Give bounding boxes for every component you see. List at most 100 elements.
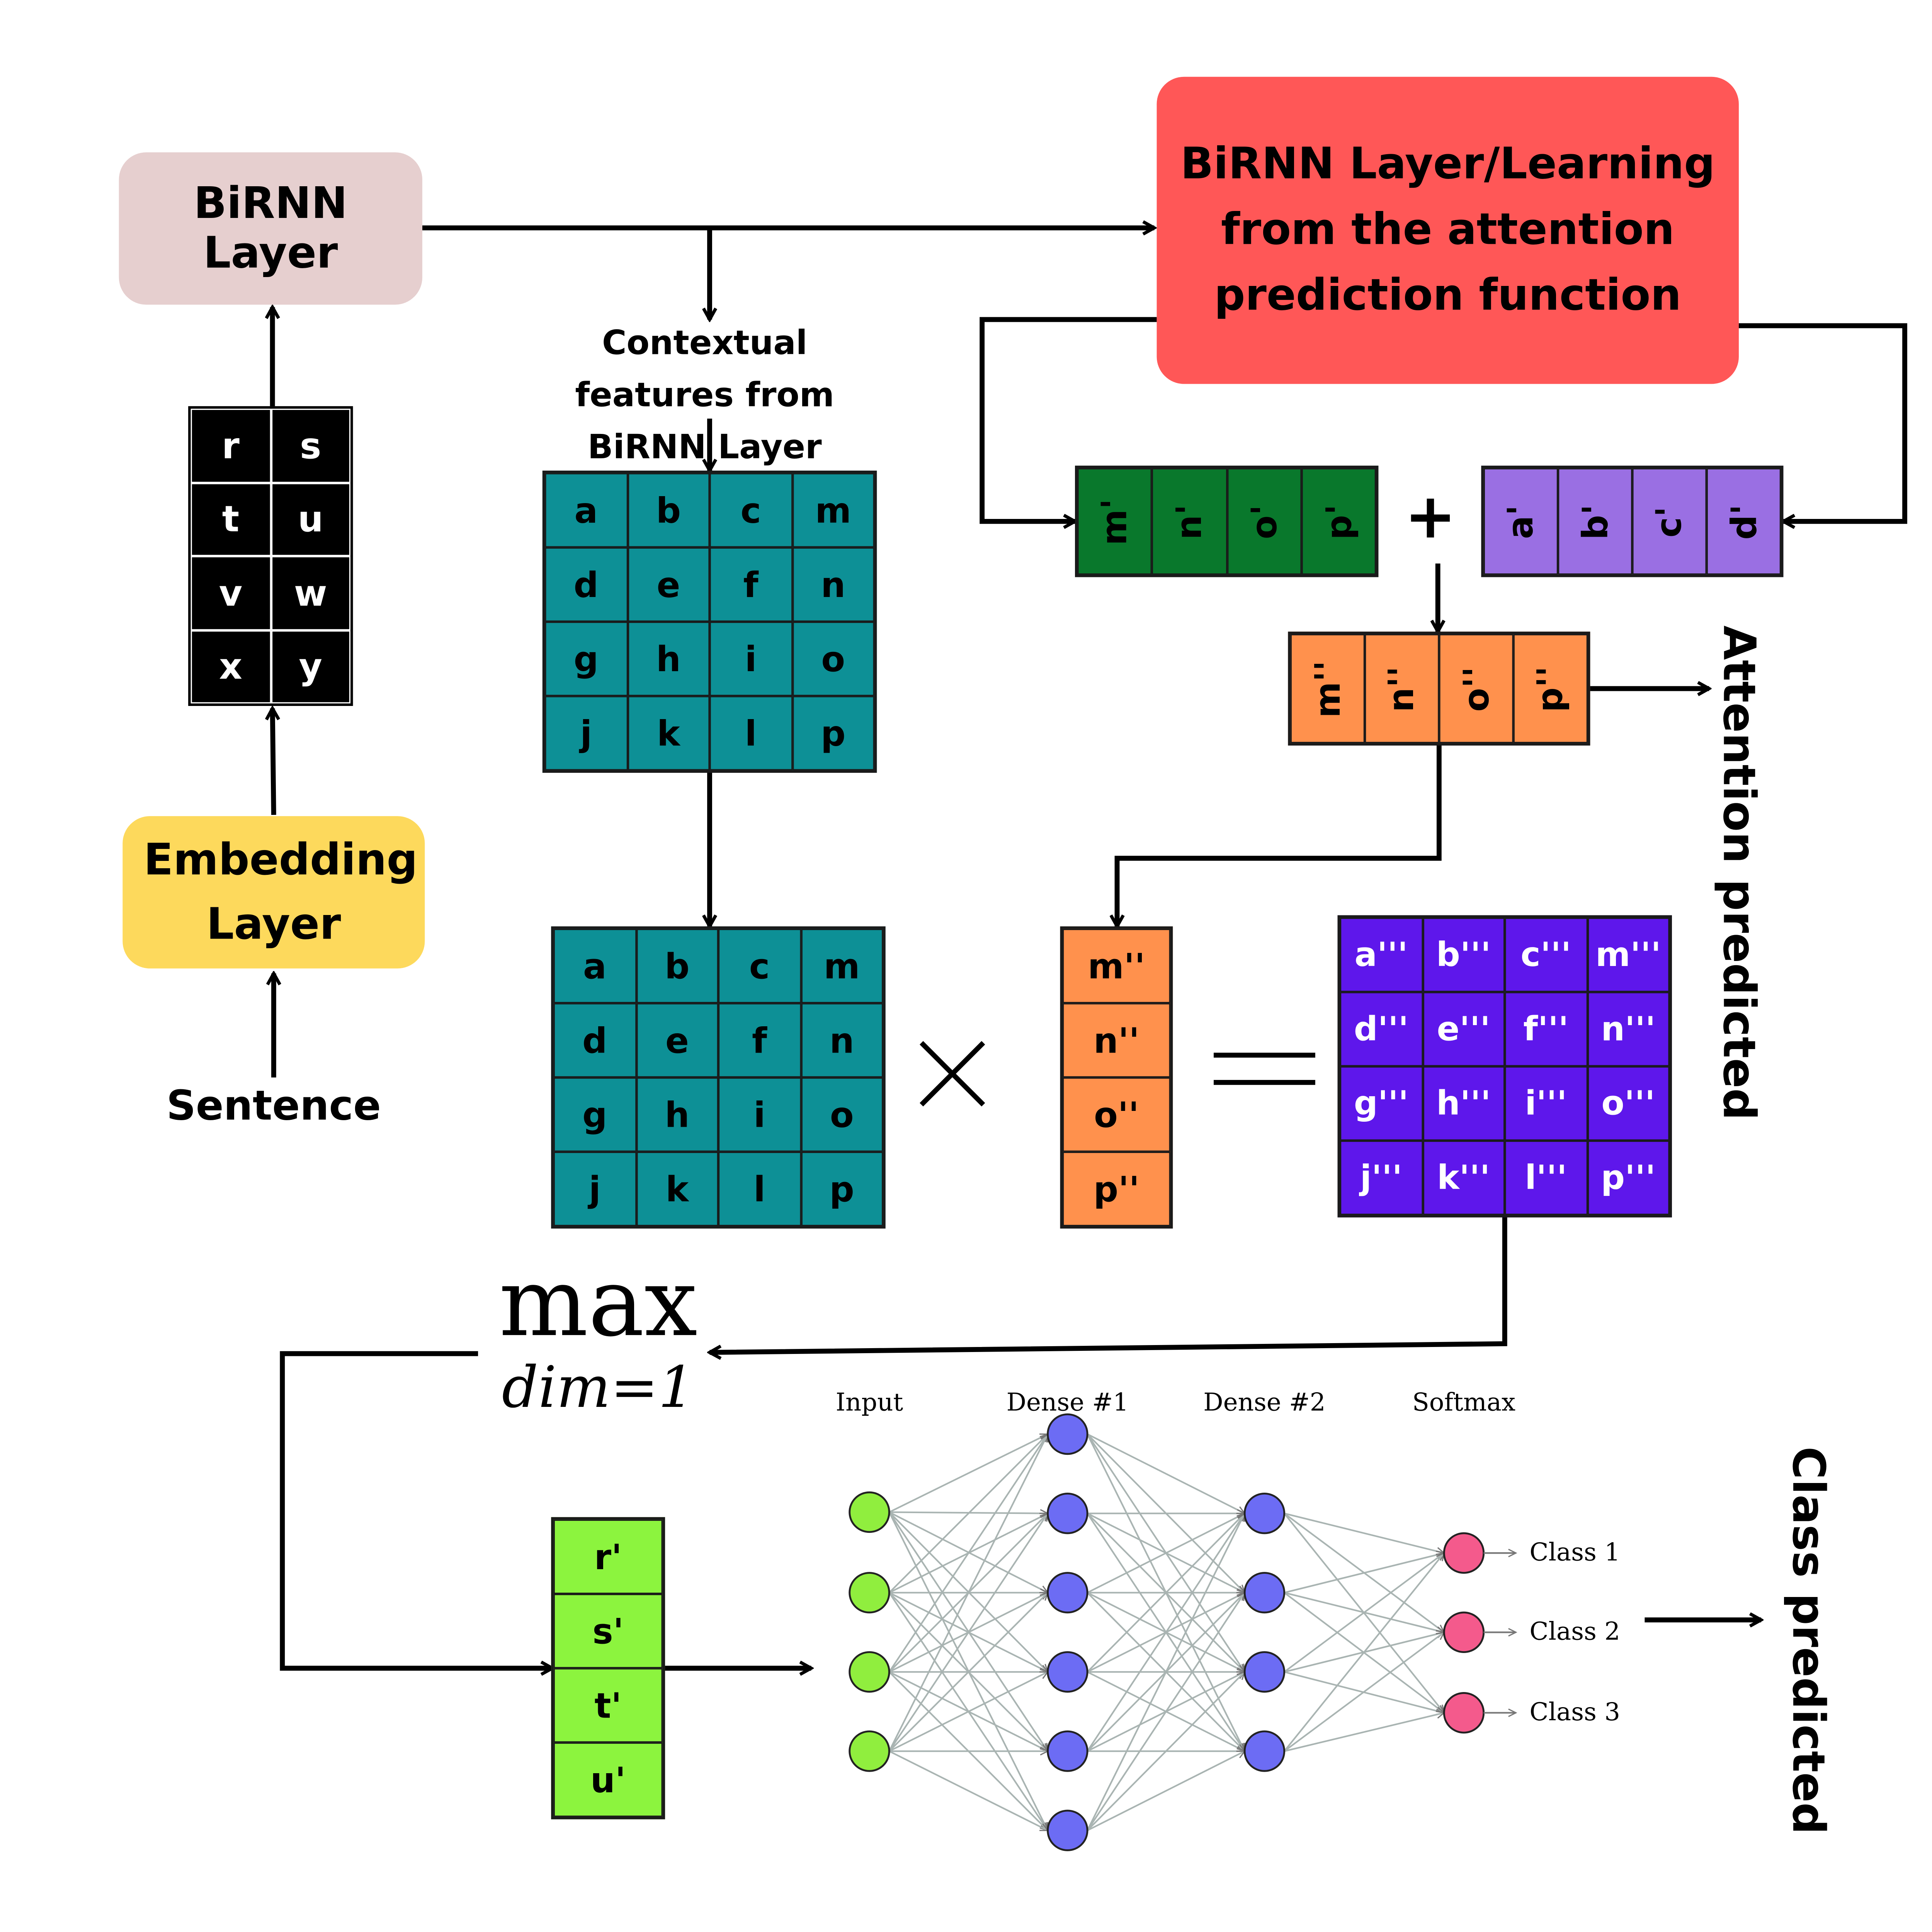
arrow-learning-to-vector-m: [980, 317, 1157, 521]
column-cell: n'': [1063, 1003, 1170, 1078]
nn-connection: [888, 1593, 1048, 1752]
feature-cell-text: h: [656, 638, 681, 680]
product-cell-text: a''': [1354, 935, 1408, 974]
product-cell: o''': [1587, 1066, 1670, 1141]
product-cell-text: n''': [1601, 1010, 1656, 1049]
class-predicted-label: Class predicted: [1782, 1446, 1833, 1835]
matrix-cell: b: [636, 929, 718, 1003]
matrix-cell-text: c: [749, 946, 770, 986]
nn-neuron-input: [849, 1730, 890, 1772]
feature-cell: m: [792, 473, 874, 548]
column-cell-text: o'': [1094, 1094, 1139, 1135]
nn-connection: [1284, 1512, 1444, 1553]
product-cell-text: d''': [1354, 1010, 1409, 1049]
embedding-layer-box: Embedding Layer: [122, 816, 425, 969]
word-cell-text: w: [294, 571, 327, 614]
word-cell-text: r: [222, 424, 240, 467]
sum-cell-text: n'': [1381, 665, 1423, 712]
product-cell-text: l''': [1525, 1158, 1567, 1197]
pooled-cell-text: u': [590, 1759, 626, 1800]
matrix-cell: g: [553, 1077, 636, 1152]
pooled-cell: t': [553, 1668, 663, 1743]
nn-connection: [1284, 1632, 1444, 1752]
word-cell: u: [270, 482, 351, 556]
sum-cell: p'': [1513, 634, 1588, 743]
nn-layer-label: Dense #1: [1006, 1387, 1129, 1417]
sentence-label: Sentence: [166, 1081, 381, 1130]
attention-sum-vector: m''n''o''p'': [1288, 631, 1590, 746]
arrow-sum-to-column: [1117, 745, 1442, 926]
a-prime-cell: a': [1483, 468, 1558, 575]
column-cell: o'': [1063, 1077, 1170, 1152]
nn-connection: [1087, 1514, 1246, 1831]
birnn-layer-label: BiRNN Layer: [194, 179, 348, 278]
word-cell-text: v: [219, 571, 243, 614]
nn-connection: [1087, 1593, 1245, 1831]
nn-layer-label: Softmax: [1412, 1387, 1516, 1417]
nn-neuron-dense1: [1047, 1730, 1088, 1772]
product-cell-text: f''': [1523, 1010, 1569, 1049]
feature-cell-text: e: [656, 564, 680, 605]
nn-connection: [889, 1433, 1048, 1513]
matrix-cell-text: n: [829, 1020, 854, 1061]
nn-neuron-input: [849, 1491, 890, 1533]
matrix-cell-text: j: [588, 1168, 601, 1209]
product-cell-text: g''': [1354, 1084, 1409, 1123]
word-cell-text: s: [299, 424, 321, 467]
max-operator: max: [499, 1247, 697, 1357]
attention-column-vector: m''n''o''p'': [1060, 926, 1173, 1229]
nn-class-label: Class 2: [1529, 1616, 1621, 1646]
feature-cell-text: m: [815, 490, 852, 531]
column-cell-text: p'': [1093, 1168, 1140, 1209]
feature-cell-text: c: [740, 490, 761, 531]
product-cell: b''': [1422, 918, 1505, 992]
feature-cell-text: b: [656, 490, 681, 531]
times-symbol: [920, 1041, 985, 1107]
embedding-layer-label: Embedding Layer: [143, 835, 418, 949]
product-cell: j''': [1340, 1140, 1423, 1215]
product-cell: a''': [1340, 918, 1423, 992]
product-cell-text: i''': [1525, 1084, 1567, 1123]
matrix-cell-text: k: [665, 1168, 689, 1209]
nn-connection: [1087, 1512, 1245, 1594]
nn-connection: [1284, 1713, 1444, 1752]
feature-cell: n: [792, 547, 874, 622]
m-prime-cell-text: o': [1243, 504, 1285, 539]
product-cell: f''': [1505, 992, 1587, 1066]
feature-cell: h: [627, 621, 710, 696]
matrix-cell: f: [718, 1003, 801, 1078]
nn-neuron-dense1: [1047, 1651, 1088, 1693]
nn-neuron-dense2: [1243, 1651, 1286, 1693]
feature-cell: d: [545, 547, 628, 622]
matrix-cell: l: [718, 1151, 801, 1226]
product-cell: c''': [1505, 918, 1587, 992]
product-cell-text: p''': [1601, 1158, 1656, 1197]
matrix-cell: n: [801, 1003, 883, 1078]
word-cell: y: [270, 629, 351, 704]
max-subscript: dim=1: [502, 1354, 695, 1421]
a-prime-cell-text: d': [1723, 503, 1764, 539]
product-cell-text: j''': [1360, 1158, 1403, 1197]
product-cell: g''': [1340, 1066, 1423, 1141]
matrix-cell-text: l: [753, 1168, 765, 1209]
nn-connection: [889, 1671, 1048, 1752]
matrix-cell-text: i: [753, 1094, 765, 1135]
feature-cell-text: d: [573, 564, 599, 605]
matrix-cell: c: [718, 929, 801, 1003]
word-cell-text: x: [219, 645, 242, 688]
product-cell-text: c''': [1520, 935, 1571, 974]
matrix-cell-text: o: [830, 1094, 854, 1135]
birnn-learning-box: BiRNN Layer/Learning from the attention …: [1156, 77, 1739, 384]
neural-network: [849, 1413, 1516, 1851]
m-prime-cell-text: p': [1318, 503, 1359, 539]
word-cell-text: t: [222, 498, 240, 541]
arrow-product-to-max: [710, 1216, 1507, 1352]
sum-cell: m'': [1290, 634, 1365, 743]
matrix-cell: i: [718, 1077, 801, 1152]
sum-cell-text: p'': [1530, 665, 1571, 712]
